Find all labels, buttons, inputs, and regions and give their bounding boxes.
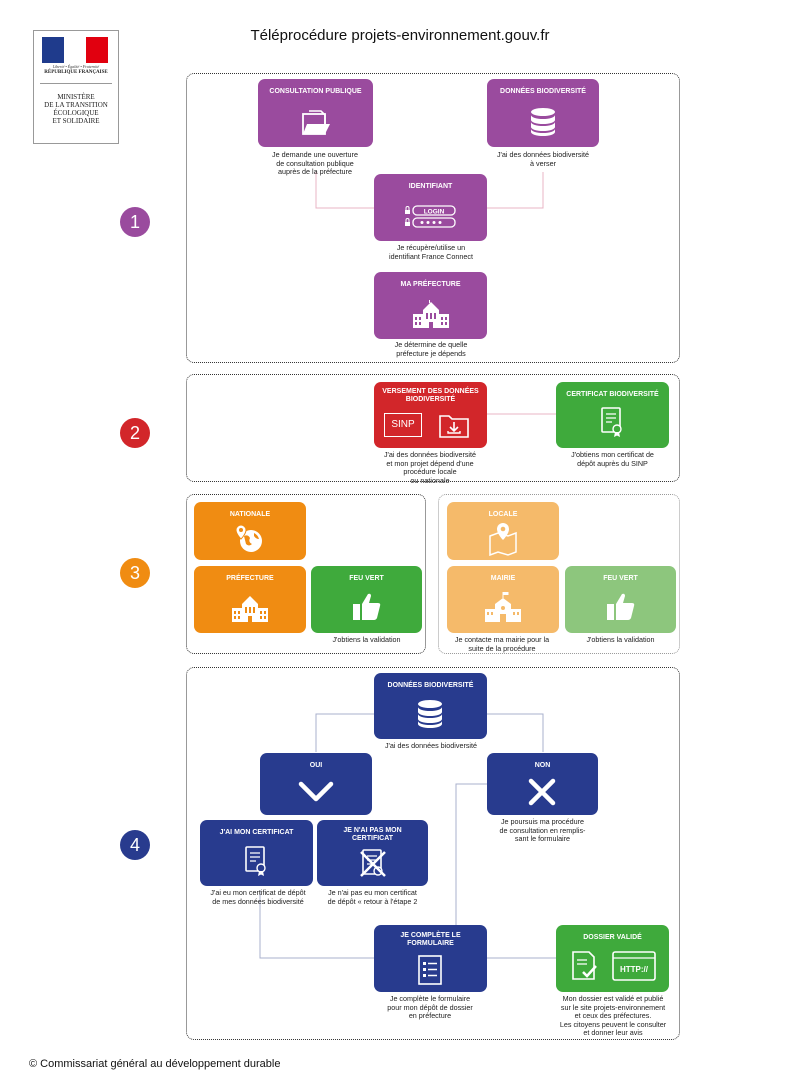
crossed-certificate-icon [360, 849, 386, 877]
step-number-3: 3 [120, 558, 150, 588]
folder-document-icon [302, 110, 330, 135]
caption-pas-certificat: Je n'ai pas eu mon certificat de dépôt «… [327, 888, 418, 906]
caption-ai-certificat: J'ai eu mon certificat de dépôt de mes d… [210, 888, 306, 906]
town-hall-icon [485, 592, 521, 622]
tile-mairie: MAIRIE [447, 566, 559, 633]
tile-oui: OUI [260, 753, 372, 815]
tile-prefecture-nationale: PRÉFECTURE [194, 566, 306, 633]
thumbs-up-icon [353, 593, 381, 620]
tile-title: FEU VERT [603, 575, 638, 582]
login-text: LOGIN [424, 209, 445, 216]
tile-title: MA PRÉFECTURE [400, 281, 461, 288]
database-icon [531, 108, 555, 136]
tile-title: CONSULTATION PUBLIQUE [269, 88, 362, 95]
caption-identifiant: Je récupère/utilise un identifiant Franc… [389, 243, 473, 261]
tile-dossier-valide: DOSSIER VALIDÉ HTTP:// [556, 925, 669, 992]
tile-title: JE N'AI PAS MON CERTIFICAT [343, 827, 402, 842]
sinp-label: SINP [384, 413, 422, 437]
certificate-icon [601, 407, 622, 437]
ministry-logo: Liberté • Égalité • Fraternité RÉPUBLIQU… [33, 30, 119, 144]
building-icon [413, 300, 449, 328]
globe-pin-icon [235, 524, 262, 552]
caption-consultation: Je demande une ouverture de consultation… [272, 150, 358, 176]
logo-ministry: MINISTÈRE DE LA TRANSITION ÉCOLOGIQUE ET… [44, 93, 108, 125]
web-page-icon: HTTP:// [612, 951, 656, 981]
tile-donnees-biodiversite-4: DONNÉES BIODIVERSITÉ [374, 673, 487, 739]
site-title: Téléprocédure projets-environnement.gouv… [250, 27, 550, 44]
step3-local-frame [438, 494, 680, 654]
check-icon [298, 781, 334, 802]
certificate-icon [245, 846, 266, 876]
caption-non: Je poursuis ma procédure de consultation… [499, 817, 586, 843]
tile-feu-vert-national: FEU VERT [311, 566, 422, 633]
tile-title: DOSSIER VALIDÉ [583, 934, 642, 941]
login-icon: LOGIN [405, 205, 456, 228]
step-number-4: 4 [120, 830, 150, 860]
caption-mairie: Je contacte ma mairie pour la suite de l… [454, 635, 550, 653]
step4-frame [186, 667, 680, 1040]
tile-title: PRÉFECTURE [226, 575, 274, 582]
tile-consultation-publique: CONSULTATION PUBLIQUE [258, 79, 373, 147]
caption-donnees: J'ai des données biodiversité à verser [496, 150, 590, 168]
form-icon [418, 955, 442, 985]
tile-formulaire: JE COMPLÈTE LE FORMULAIRE [374, 925, 487, 992]
caption-donnees-4: J'ai des données biodiversité [384, 741, 478, 750]
tile-title: IDENTIFIANT [408, 183, 453, 190]
tile-versement-donnees: VERSEMENT DES DONNÉES BIODIVERSITÉ SINP [374, 382, 487, 448]
caption-formulaire: Je complète le formulaire pour mon dépôt… [387, 994, 473, 1020]
map-pin-icon [489, 523, 517, 556]
tile-title: OUI [309, 762, 323, 769]
tile-title: MAIRIE [490, 575, 516, 582]
tile-title: CERTIFICAT BIODIVERSITÉ [566, 391, 659, 398]
tile-pas-mon-certificat: JE N'AI PAS MON CERTIFICAT [317, 820, 428, 886]
tile-locale: LOCALE [447, 502, 559, 560]
tile-title: NATIONALE [229, 511, 271, 518]
step2-frame [186, 374, 680, 482]
tile-title: VERSEMENT DES DONNÉES BIODIVERSITÉ [382, 388, 479, 403]
footer-copyright: © Commissariat général au développement … [29, 1058, 281, 1070]
caption-feu-vert-national: J'obtiens la validation [332, 635, 401, 644]
tile-non: NON [487, 753, 598, 815]
caption-dossier: Mon dossier est validé et publié sur le … [559, 994, 667, 1037]
caption-certificat: J'obtiens mon certificat de dépôt auprès… [571, 450, 654, 468]
http-label: HTTP:// [620, 965, 649, 974]
caption-prefecture: Je détermine de quelle préfecture je dép… [394, 340, 468, 358]
tile-identifiant: IDENTIFIANT LOGIN [374, 174, 487, 241]
tile-title: NON [534, 762, 551, 769]
tile-title: J'AI MON CERTIFICAT [219, 829, 294, 836]
tile-title: FEU VERT [349, 575, 384, 582]
tile-nationale: NATIONALE [194, 502, 306, 560]
tile-title: JE COMPLÈTE LE FORMULAIRE [400, 932, 461, 947]
caption-feu-vert-local: J'obtiens la validation [586, 635, 655, 644]
upload-folder-icon [439, 415, 469, 438]
tile-certificat-biodiversite: CERTIFICAT BIODIVERSITÉ [556, 382, 669, 448]
tile-title: LOCALE [488, 511, 518, 518]
logo-motto: Liberté • Égalité • Fraternité [52, 64, 100, 69]
thumbs-up-icon [607, 593, 635, 620]
tile-donnees-biodiversite: DONNÉES BIODIVERSITÉ [487, 79, 599, 147]
building-icon [232, 596, 268, 622]
french-flag-icon [42, 37, 108, 63]
cross-icon [528, 778, 556, 806]
database-icon [418, 700, 442, 728]
tile-title: DONNÉES BIODIVERSITÉ [500, 88, 586, 95]
caption-versement: J'ai des données biodiversité et mon pro… [383, 450, 477, 485]
validated-document-icon [572, 951, 597, 980]
tile-ai-mon-certificat: J'AI MON CERTIFICAT [200, 820, 313, 886]
tile-title: DONNÉES BIODIVERSITÉ [387, 682, 474, 689]
step1-frame [186, 73, 680, 363]
step-number-1: 1 [120, 207, 150, 237]
logo-republic: RÉPUBLIQUE FRANÇAISE [44, 70, 108, 75]
tile-feu-vert-local: FEU VERT [565, 566, 676, 633]
tile-ma-prefecture: MA PRÉFECTURE [374, 272, 487, 339]
step3-national-frame [186, 494, 426, 654]
step-number-2: 2 [120, 418, 150, 448]
